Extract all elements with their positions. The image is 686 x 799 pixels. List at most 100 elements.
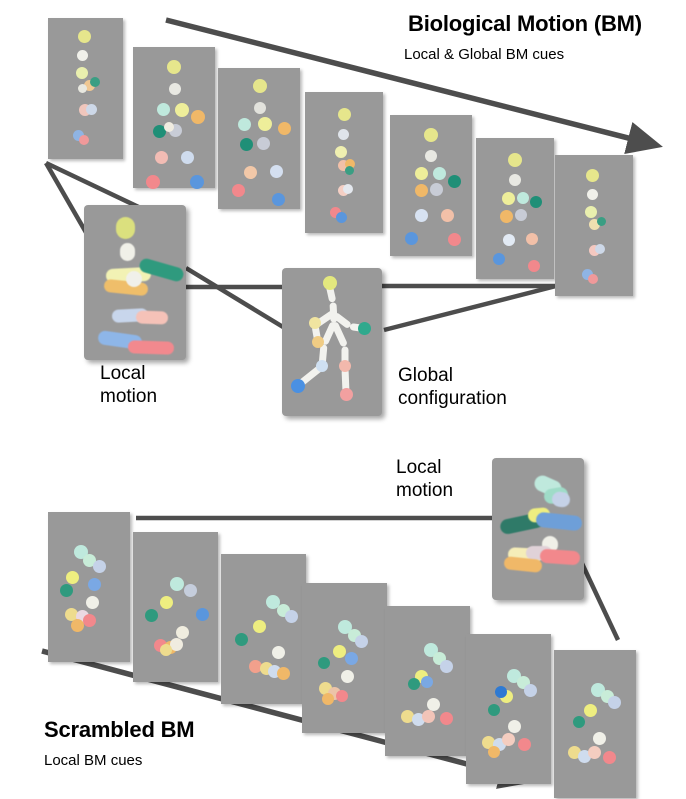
point-light-dot [411, 712, 425, 726]
bm-frame-4 [305, 92, 383, 233]
point-light-dot [408, 678, 420, 690]
bm-frame-5 [390, 115, 472, 256]
point-light-dot [588, 274, 598, 284]
point-light-dot [87, 577, 101, 591]
scrambled-frame-2 [133, 532, 218, 682]
stick-figure-joint [339, 360, 351, 372]
stick-figure-joint [309, 317, 321, 329]
stick-figure-joint [316, 360, 328, 372]
point-light-dot [83, 79, 95, 91]
point-light-dot [92, 559, 106, 573]
point-light-dot [414, 183, 428, 197]
point-light-dot [239, 137, 253, 151]
point-light-dot [336, 690, 348, 702]
point-light-dot [146, 175, 160, 189]
point-light-dot [404, 231, 418, 245]
point-light-dot [517, 737, 531, 751]
point-light-dot [70, 618, 84, 632]
point-light-dot [266, 595, 280, 609]
point-light-dot [170, 577, 184, 591]
point-light-dot [526, 233, 538, 245]
point-light-dot [160, 644, 172, 656]
point-light-dot [65, 570, 79, 584]
point-light-dot [329, 206, 341, 218]
bm-frame-7 [555, 155, 633, 296]
point-light-dot [340, 669, 354, 683]
point-light-dot [354, 634, 368, 648]
bm-global-configuration-label: Global configuration [398, 365, 507, 410]
connector-line [184, 266, 290, 332]
point-light-dot [175, 625, 189, 639]
point-light-dot [581, 268, 593, 280]
scrambled-subtitle: Local BM cues [44, 752, 143, 769]
point-light-dot [180, 150, 194, 164]
point-light-dot [72, 129, 84, 141]
point-light-dot [439, 659, 453, 673]
point-light-dot [607, 695, 621, 709]
point-light-dot [509, 174, 521, 186]
point-light-dot [256, 136, 270, 150]
point-light-dot [503, 234, 515, 246]
point-light-dot [191, 110, 205, 124]
point-light-dot [195, 607, 209, 621]
point-light-dot [447, 174, 461, 188]
bm-title: Biological Motion (BM) [408, 11, 642, 36]
point-light-dot [156, 102, 170, 116]
point-light-dot [284, 609, 298, 623]
point-light-dot [602, 750, 616, 764]
point-light-dot [269, 164, 283, 178]
point-light-dot [530, 196, 542, 208]
bm-global-configuration-panel [282, 268, 382, 416]
stick-figure-joint [323, 276, 337, 290]
point-light-dot [248, 659, 262, 673]
point-light-dot [175, 103, 189, 117]
point-light-dot [183, 583, 197, 597]
stick-figure-joint [357, 321, 371, 335]
point-light-dot [493, 253, 505, 265]
point-light-dot [517, 192, 529, 204]
point-light-dot [440, 208, 454, 222]
bm-frame-2 [133, 47, 215, 189]
bm-frame-3 [218, 68, 300, 209]
point-light-dot [82, 553, 96, 567]
point-light-dot [234, 632, 248, 646]
point-light-dot [508, 153, 522, 167]
point-light-dot [252, 619, 266, 633]
point-light-dot [59, 583, 73, 597]
bm-subtitle: Local & Global BM cues [404, 46, 565, 63]
motion-streak [127, 340, 175, 355]
bm-local-motion-label: Local motion [100, 363, 158, 408]
point-light-dot [429, 182, 443, 196]
point-light-dot [159, 595, 173, 609]
motion-streak [503, 556, 543, 573]
point-light-dot [488, 746, 500, 758]
point-light-dot [271, 192, 285, 206]
point-light-dot [587, 745, 601, 759]
point-light-dot [152, 124, 166, 138]
motion-streak [116, 217, 135, 239]
point-light-dot [421, 676, 433, 688]
point-light-dot [345, 159, 355, 169]
point-light-dot [79, 135, 89, 145]
point-light-dot [495, 686, 507, 698]
point-light-dot [515, 209, 527, 221]
scrambled-local-motion-label: Local motion [396, 457, 454, 502]
motion-streak [120, 243, 135, 261]
scrambled-frame-7 [554, 650, 636, 798]
point-light-dot [277, 121, 291, 135]
point-light-dot [76, 67, 88, 79]
scrambled-frame-3 [221, 554, 306, 704]
point-light-dot [167, 60, 181, 74]
point-light-dot [488, 704, 500, 716]
point-light-dot [154, 150, 168, 164]
point-light-dot [77, 29, 91, 43]
scrambled-frame-4 [302, 583, 387, 733]
point-light-dot [573, 716, 585, 728]
point-light-dot [164, 122, 174, 132]
point-light-dot [335, 211, 347, 223]
point-light-dot [585, 206, 597, 218]
point-light-dot [439, 711, 453, 725]
point-light-dot [344, 651, 358, 665]
motion-streak [535, 511, 583, 532]
